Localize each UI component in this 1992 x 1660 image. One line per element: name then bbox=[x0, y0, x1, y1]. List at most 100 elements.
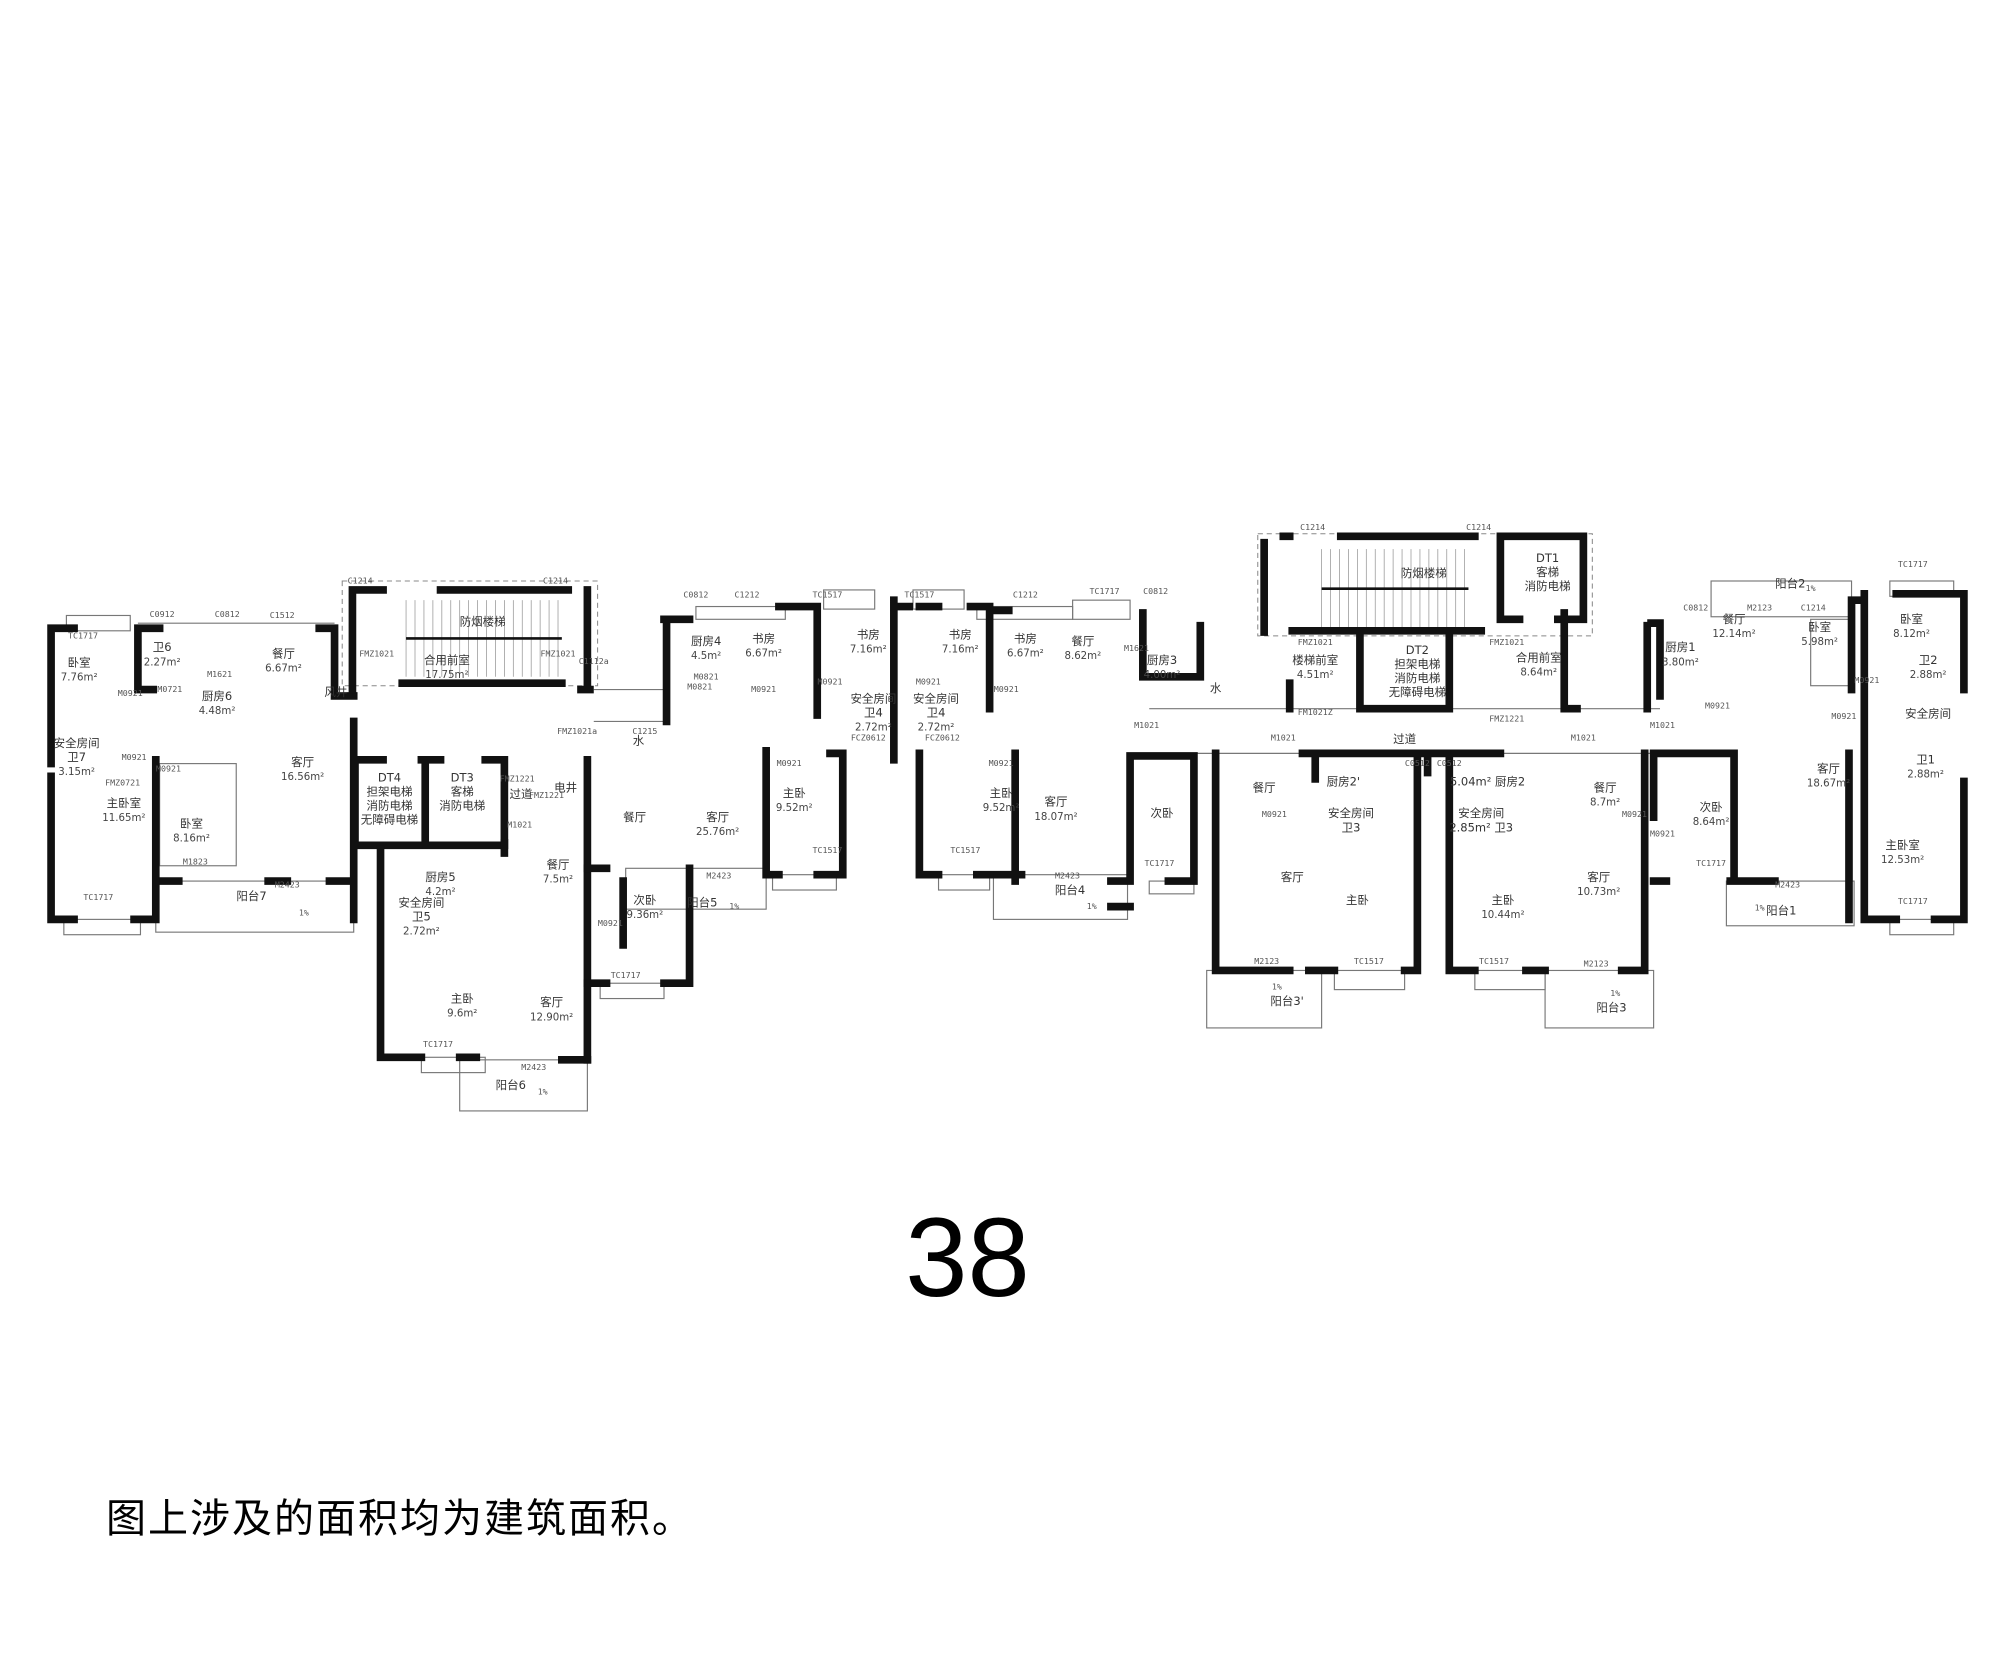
room-name: 餐厅 bbox=[1723, 612, 1746, 626]
room-area: 18.67m² bbox=[1807, 779, 1850, 790]
room-name: DT1 bbox=[1536, 551, 1559, 565]
room-area: 18.07m² bbox=[1034, 812, 1077, 823]
room-name: 阳台4 bbox=[1055, 883, 1085, 897]
door-window-code: TC1517 bbox=[812, 845, 842, 855]
door-window-code: M2123 bbox=[1254, 956, 1279, 966]
room-name: 风井 bbox=[324, 685, 347, 699]
door-window-code: 1% bbox=[1806, 583, 1816, 593]
room-name: 次卧 bbox=[1700, 800, 1723, 814]
door-window-code: M0921 bbox=[1262, 809, 1287, 819]
room-area: 5.98m² bbox=[1801, 637, 1838, 648]
door-window-code: M0921 bbox=[1650, 828, 1675, 838]
room-name: 过道 bbox=[1393, 732, 1416, 746]
room-name: 客厅 bbox=[1587, 870, 1610, 884]
door-window-code: FMZ1221 bbox=[529, 790, 564, 800]
door-window-code: M0921 bbox=[916, 676, 941, 686]
door-window-code: M1021 bbox=[1134, 720, 1159, 730]
room-name: 卧室 bbox=[1808, 620, 1831, 634]
door-window-code: TC1717 bbox=[1696, 858, 1726, 868]
room-name: 客厅 bbox=[706, 810, 729, 824]
door-window-code: C1212 bbox=[735, 590, 760, 600]
walls bbox=[47, 532, 1968, 1064]
room-area: 9.52m² bbox=[983, 803, 1020, 814]
door-window-code: M1621 bbox=[1124, 643, 1149, 653]
door-window-code: M0921 bbox=[994, 684, 1019, 694]
room-name: 厨房1 bbox=[1665, 640, 1695, 654]
room-area: 16.56m² bbox=[281, 772, 324, 783]
room-area: 2.88m² bbox=[1907, 770, 1944, 781]
door-window-code: C1512 bbox=[270, 610, 295, 620]
area-note: 图上涉及的面积均为建筑面积。 bbox=[106, 1496, 694, 1542]
room-area: 12.90m² bbox=[530, 1012, 573, 1023]
room-name: 主卧 bbox=[451, 991, 474, 1005]
door-window-code: C0512 bbox=[1405, 758, 1430, 768]
room-name: 客厅 bbox=[1817, 762, 1840, 776]
room-area: 2.88m² bbox=[1910, 670, 1947, 681]
door-window-code: TC1717 bbox=[611, 970, 641, 980]
room-name: 安全房间 bbox=[913, 691, 959, 705]
page-number: 38 bbox=[905, 1195, 1030, 1320]
room-name: 安全房间 bbox=[1458, 806, 1504, 820]
door-window-code: TC1717 bbox=[83, 892, 113, 902]
door-window-code: C1212 bbox=[1013, 590, 1038, 600]
room-area: 4.48m² bbox=[199, 706, 236, 717]
room-name: 水 bbox=[633, 733, 645, 747]
room-name: 餐厅 bbox=[1071, 634, 1094, 648]
door-window-code: M2423 bbox=[1775, 879, 1800, 889]
room-area: 4.00m² bbox=[1144, 670, 1181, 681]
room-name: 厨房3 bbox=[1147, 653, 1177, 667]
door-window-code: C1214 bbox=[543, 576, 568, 586]
door-window-code: FMZ1021a bbox=[557, 726, 597, 736]
room-name: 无障碍电梯 bbox=[1389, 685, 1446, 699]
door-window-code: M1021 bbox=[1271, 733, 1296, 743]
room-name: 安全房间 bbox=[1328, 806, 1374, 820]
door-window-code: TC1717 bbox=[423, 1039, 453, 1049]
room-area: 7.16m² bbox=[942, 645, 979, 656]
room-name: 卫2 bbox=[1919, 653, 1938, 667]
room-area: 8.16m² bbox=[173, 833, 210, 844]
room-area: 3.15m² bbox=[58, 767, 95, 778]
room-area: 12.53m² bbox=[1881, 855, 1924, 866]
room-name: 餐厅 bbox=[272, 647, 295, 661]
room-labels: 卧室7.76m²卫62.27m²厨房64.48m²餐厅6.67m²风井安全房间卫… bbox=[54, 551, 1951, 1092]
room-name: 卫5 bbox=[412, 910, 431, 924]
room-name: 5.04m² 厨房2 bbox=[1450, 774, 1525, 788]
door-window-code: M0921 bbox=[818, 676, 843, 686]
door-window-code: 1% bbox=[538, 1086, 548, 1096]
door-window-code: M0921 bbox=[122, 752, 147, 762]
room-name: DT3 bbox=[451, 770, 474, 784]
door-window-code: C1214 bbox=[348, 576, 373, 586]
door-window-code: FM1021Z bbox=[1298, 707, 1333, 717]
door-window-code: 1% bbox=[1610, 988, 1620, 998]
room-name: 安全房间 bbox=[1905, 707, 1951, 721]
room-name: 阳台5 bbox=[687, 896, 717, 910]
room-name: 阳台6 bbox=[496, 1078, 526, 1092]
room-name: 厨房4 bbox=[691, 634, 721, 648]
door-window-code: M1823 bbox=[183, 856, 208, 866]
door-window-code: M2423 bbox=[1055, 871, 1080, 881]
room-name: 餐厅 bbox=[547, 857, 570, 871]
door-window-code: FMZ1221 bbox=[1489, 713, 1524, 723]
door-window-code: M1021 bbox=[507, 819, 532, 829]
door-window-code: C1112a bbox=[579, 656, 609, 666]
room-name: 合用前室 bbox=[1516, 650, 1562, 664]
room-area: 4.5m² bbox=[691, 651, 721, 662]
room-name: 卧室 bbox=[1900, 612, 1923, 626]
room-name: 客厅 bbox=[291, 755, 314, 769]
door-window-code: M0921 bbox=[156, 763, 181, 773]
door-window-code: M0921 bbox=[598, 918, 623, 928]
room-name: 安全房间 bbox=[850, 691, 896, 705]
room-name: 担架电梯 bbox=[366, 785, 412, 799]
door-window-code: M0721 bbox=[157, 684, 182, 694]
room-name: 卫1 bbox=[1916, 753, 1935, 767]
door-window-code: M2123 bbox=[1584, 959, 1609, 969]
door-window-code: TC1517 bbox=[1479, 956, 1509, 966]
room-area: 25.76m² bbox=[696, 827, 739, 838]
door-window-code: TC1517 bbox=[950, 845, 980, 855]
room-name: 消防电梯 bbox=[366, 799, 412, 813]
room-name: 阳台7 bbox=[236, 889, 266, 903]
room-area: 7.5m² bbox=[543, 874, 573, 885]
room-area: 8.12m² bbox=[1893, 629, 1930, 640]
